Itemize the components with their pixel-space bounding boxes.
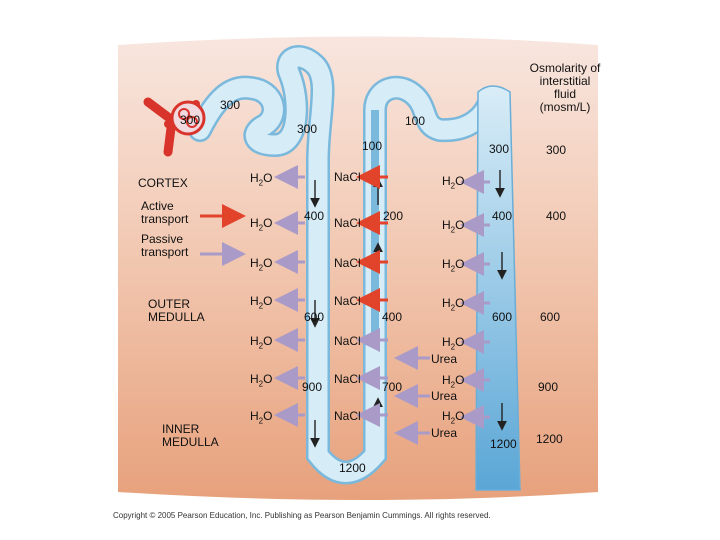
nacl-active-arrows	[356, 165, 388, 312]
label-nacl-5: NaCl	[334, 334, 361, 348]
label-nacl-7: NaCl	[334, 409, 361, 423]
water-arrows-descending	[274, 165, 305, 427]
label-h2o-desc-5: H2O	[250, 334, 273, 351]
value-interstitial-400: 400	[546, 209, 567, 223]
value-loop-bottom: 1200	[339, 461, 366, 475]
value-proximal: 300	[220, 98, 241, 112]
label-nacl-4: NaCl	[334, 294, 361, 308]
value-interstitial-900: 900	[538, 380, 559, 394]
value-descending-top: 300	[297, 122, 318, 136]
legend-passive-label: Passive transport	[141, 232, 189, 259]
value-descending-600: 600	[304, 310, 325, 324]
value-interstitial-300: 300	[546, 143, 567, 157]
collecting-duct	[475, 85, 521, 491]
label-h2o-desc-2: H2O	[250, 216, 273, 233]
value-interstitial-1200: 1200	[536, 432, 563, 446]
value-interstitial-600: 600	[540, 310, 561, 324]
region-cortex: CORTEX	[138, 176, 188, 190]
value-glomerulus: 300	[180, 113, 201, 127]
value-ascending-top: 100	[362, 139, 383, 153]
value-ascending-200: 200	[383, 209, 404, 223]
value-descending-400: 400	[304, 209, 325, 223]
value-distal: 100	[405, 114, 426, 128]
label-h2o-duct-1: H2O	[442, 174, 465, 191]
label-h2o-desc-3: H2O	[250, 256, 273, 273]
label-nacl-2: NaCl	[334, 216, 361, 230]
nacl-passive-arrows	[356, 328, 388, 427]
osmolarity-title: Osmolarity of interstitial fluid (mosm/L…	[529, 61, 601, 114]
region-outer-medulla: OUTER MEDULLA	[148, 297, 205, 324]
label-h2o-duct-4: H2O	[442, 296, 465, 313]
label-h2o-duct-3: H2O	[442, 257, 465, 274]
label-h2o-desc-1: H2O	[250, 171, 273, 188]
label-h2o-duct-5: H2O	[442, 335, 465, 352]
value-descending-900: 900	[302, 380, 323, 394]
glomerulus	[143, 97, 206, 157]
value-duct-600: 600	[492, 310, 513, 324]
label-h2o-duct-7: H2O	[442, 409, 465, 426]
label-h2o-desc-6: H2O	[250, 372, 273, 389]
urea-arrows	[394, 346, 430, 445]
value-duct-1200: 1200	[490, 437, 517, 451]
label-nacl-1: NaCl	[334, 170, 361, 184]
label-urea-1: Urea	[431, 352, 458, 366]
label-h2o-duct-2: H2O	[442, 218, 465, 235]
value-duct-top: 300	[489, 142, 510, 156]
copyright-notice: Copyright © 2005 Pearson Education, Inc.…	[113, 511, 491, 520]
value-ascending-400: 400	[382, 310, 403, 324]
label-urea-2: Urea	[431, 389, 458, 403]
region-inner-medulla: INNER MEDULLA	[162, 422, 219, 449]
label-nacl-3: NaCl	[334, 256, 361, 270]
label-nacl-6: NaCl	[334, 372, 361, 386]
label-h2o-duct-6: H2O	[442, 373, 465, 390]
water-arrows-duct	[460, 170, 490, 429]
value-duct-400: 400	[492, 209, 513, 223]
legend-active-label: Active transport	[141, 199, 189, 226]
label-h2o-desc-4: H2O	[250, 294, 273, 311]
label-h2o-desc-7: H2O	[250, 409, 273, 426]
label-urea-3: Urea	[431, 426, 458, 440]
value-ascending-700: 700	[382, 380, 403, 394]
